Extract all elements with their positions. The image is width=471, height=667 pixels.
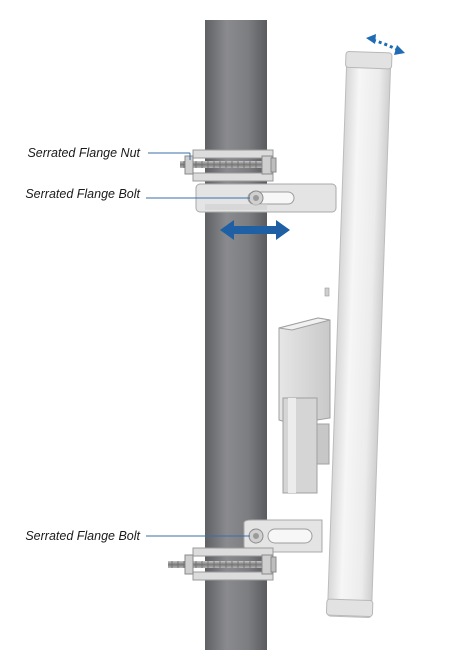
bottom-bracket-slot (267, 528, 313, 544)
top-flange-nut (184, 155, 194, 175)
bottom-pole-clamp (168, 547, 277, 581)
top-pole-clamp (180, 149, 277, 182)
top-threaded-rod (180, 161, 276, 168)
bottom-threaded-rod (168, 561, 276, 568)
dashed-double-arrow-icon (366, 34, 405, 55)
sector-antenna (325, 50, 393, 618)
callout-bottom-bolt: Serrated Flange Bolt (25, 529, 250, 543)
antenna-bottom-cap (325, 598, 374, 617)
double-headed-arrow-icon (220, 220, 290, 240)
label-serrated-flange-nut: Serrated Flange Nut (27, 146, 140, 160)
callout-top-nut: Serrated Flange Nut (27, 146, 191, 160)
antenna-panel (326, 53, 392, 618)
antenna-top-cap (345, 50, 393, 70)
antenna-connector-housing (278, 287, 331, 494)
bottom-mount-bracket (243, 519, 323, 553)
label-serrated-flange-bolt-bottom: Serrated Flange Bolt (25, 529, 140, 543)
label-serrated-flange-bolt-top: Serrated Flange Bolt (25, 187, 140, 201)
callout-top-bolt: Serrated Flange Bolt (25, 187, 250, 201)
